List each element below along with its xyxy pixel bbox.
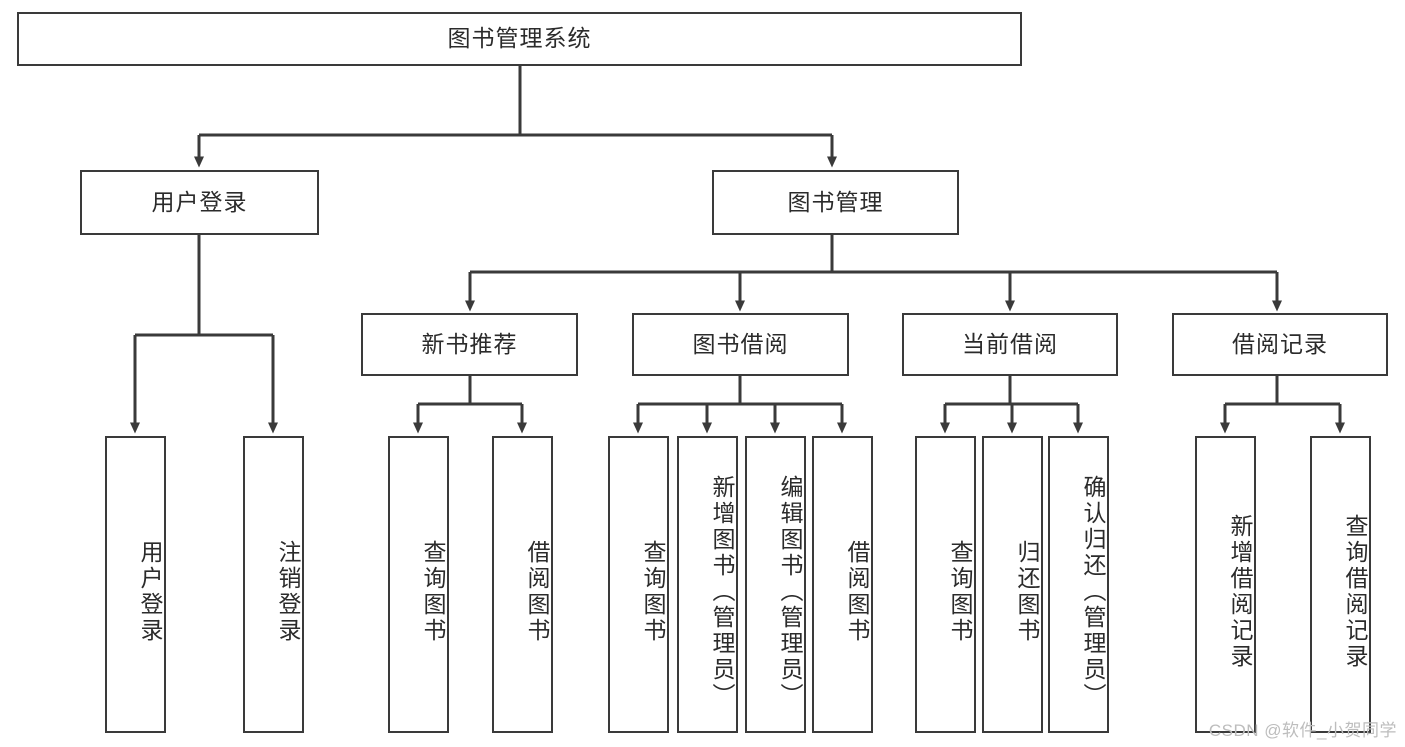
- leaf-new-book-borrow[interactable]: 借阅图书: [492, 436, 553, 733]
- node-root[interactable]: 图书管理系统: [17, 12, 1022, 66]
- leaf-borrow-borrow-book[interactable]: 借阅图书: [812, 436, 873, 733]
- leaf-label: 查询图书: [420, 539, 446, 644]
- leaf-user-login-signout[interactable]: 注销登录: [243, 436, 304, 733]
- leaf-label: 借阅图书: [524, 539, 550, 644]
- node-new-book-recommend[interactable]: 新书推荐: [361, 313, 578, 376]
- leaf-record-query[interactable]: 查询借阅记录: [1310, 436, 1371, 733]
- leaf-new-book-query[interactable]: 查询图书: [388, 436, 449, 733]
- node-user-login[interactable]: 用户登录: [80, 170, 319, 235]
- node-book-management[interactable]: 图书管理: [712, 170, 959, 235]
- leaf-label: 新增图书（管理员）: [709, 474, 735, 709]
- node-new-book-recommend-label: 新书推荐: [421, 330, 518, 357]
- leaf-borrow-add-book-admin[interactable]: 新增图书（管理员）: [677, 436, 738, 733]
- leaf-label: 新增借阅记录: [1227, 513, 1253, 670]
- leaf-label: 用户登录: [137, 539, 163, 644]
- leaf-label: 确认归还（管理员）: [1080, 474, 1106, 709]
- node-current-borrow-label: 当前借阅: [962, 330, 1058, 357]
- leaf-label: 查询借阅记录: [1342, 513, 1368, 670]
- node-borrow-record-label: 借阅记录: [1232, 330, 1328, 357]
- leaf-label: 查询图书: [947, 539, 973, 644]
- node-book-management-label: 图书管理: [787, 188, 884, 215]
- leaf-current-return-book[interactable]: 归还图书: [982, 436, 1043, 733]
- node-book-borrow-label: 图书借阅: [692, 330, 789, 357]
- leaf-current-confirm-return-admin[interactable]: 确认归还（管理员）: [1048, 436, 1109, 733]
- node-book-borrow[interactable]: 图书借阅: [632, 313, 849, 376]
- node-root-label: 图书管理系统: [447, 25, 592, 52]
- leaf-user-login-signin[interactable]: 用户登录: [105, 436, 166, 733]
- node-user-login-label: 用户登录: [151, 188, 248, 215]
- leaf-label: 借阅图书: [844, 539, 870, 644]
- leaf-label: 注销登录: [275, 539, 301, 644]
- csdn-watermark: CSDN @软件_小贺同学: [1208, 721, 1397, 740]
- leaf-label: 查询图书: [640, 539, 666, 644]
- node-current-borrow[interactable]: 当前借阅: [902, 313, 1118, 376]
- node-borrow-record[interactable]: 借阅记录: [1172, 313, 1388, 376]
- leaf-record-add[interactable]: 新增借阅记录: [1195, 436, 1256, 733]
- leaf-label: 编辑图书（管理员）: [777, 474, 803, 709]
- leaf-current-query-book[interactable]: 查询图书: [915, 436, 976, 733]
- leaf-borrow-edit-book-admin[interactable]: 编辑图书（管理员）: [745, 436, 806, 733]
- leaf-label: 归还图书: [1014, 539, 1040, 644]
- leaf-borrow-query-book[interactable]: 查询图书: [608, 436, 669, 733]
